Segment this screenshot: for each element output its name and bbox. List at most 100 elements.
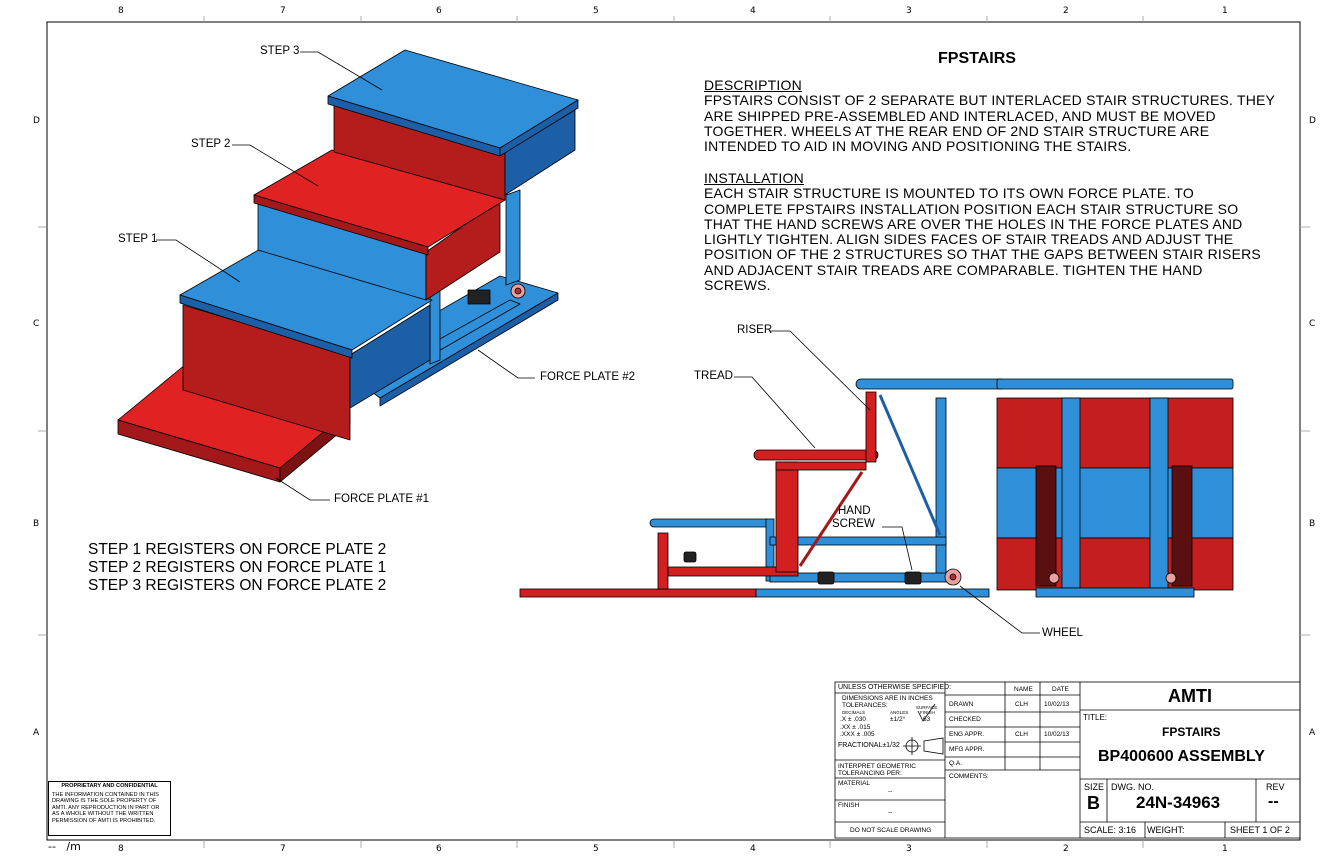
tb-rev-label: REV xyxy=(1266,782,1285,792)
tb-unless: UNLESS OTHERWISE SPECIFIED: xyxy=(838,684,952,691)
tb-drawn: DRAWN xyxy=(949,701,974,708)
side-force-plate-1 xyxy=(519,588,757,598)
tb-decimals: DECIMALS xyxy=(842,710,866,715)
leader-lines-iso xyxy=(156,51,535,501)
description-line: INTENDED TO AID IN MOVING AND POSITIONIN… xyxy=(704,138,1132,155)
isometric-stairs-view xyxy=(117,49,579,483)
zone-bottom-8: 8 xyxy=(118,844,124,854)
description-line: ARE SHIPPED PRE-ASSEMBLED AND INTERLACED… xyxy=(704,107,1216,124)
side-force-plate-2 xyxy=(755,588,990,598)
step-note: STEP 2 REGISTERS ON FORCE PLATE 1 xyxy=(88,559,387,576)
tb-finish-val: -- xyxy=(888,809,893,816)
tb-drawn-name: CLH xyxy=(1015,701,1029,708)
tb-finish: FINISH xyxy=(838,802,860,809)
tb-dwg-val: 24N-34963 xyxy=(1136,793,1221,812)
installation-line: LIGHTLY TIGHTEN. ALIGN SIDES FACES OF ST… xyxy=(704,231,1234,248)
tb-do-not-scale: DO NOT SCALE DRAWING xyxy=(850,827,932,834)
callout-hand: HAND xyxy=(838,505,871,517)
installation-line: AND ADJACENT STAIR TREADS ARE COMPARABLE… xyxy=(704,261,1203,278)
tb-rev-val: -- xyxy=(1268,793,1279,810)
tb-eng-name: CLH xyxy=(1015,731,1029,738)
tb-title-label: TITLE: xyxy=(1083,713,1108,722)
tb-interpret-1: INTERPRET GEOMETRIC xyxy=(838,763,916,770)
tb-tolerances: TOLERANCES: xyxy=(842,702,888,709)
zone-right-C: C xyxy=(1309,319,1316,329)
proprietary-line: PERMISSION OF AMTI IS PROHIBITED. xyxy=(52,817,156,824)
side-elevation-view xyxy=(519,378,1007,598)
tb-tol-xxx: .XXX ± .005 xyxy=(840,731,875,738)
installation-line: COMPLETE FPSTAIRS INSTALLATION POSITION … xyxy=(704,200,1239,217)
proprietary-line: AMTI. ANY REPRODUCTION IN PART OR xyxy=(52,804,160,811)
zone-bottom-2: 2 xyxy=(1063,844,1069,854)
zone-right-B: B xyxy=(1309,519,1316,529)
installation-line: THAT THE HAND SCREWS ARE OVER THE HOLES … xyxy=(704,215,1243,232)
proprietary-line: THE INFORMATION CONTAINED IN THIS xyxy=(52,791,159,798)
zone-left-C: C xyxy=(33,319,40,329)
tb-title-2: BP400600 ASSEMBLY xyxy=(1098,748,1265,765)
callout-step-1: STEP 1 xyxy=(118,233,158,245)
step-note: STEP 1 REGISTERS ON FORCE PLATE 2 xyxy=(88,541,387,558)
tb-fractional: FRACTIONAL±1/32 xyxy=(838,742,900,749)
tb-material: MATERIAL xyxy=(838,780,871,787)
tb-surface: SURFACE xyxy=(916,705,938,710)
tb-finish-hdr: FINISH xyxy=(920,710,935,715)
proprietary-heading: PROPRIETARY AND CONFIDENTIAL xyxy=(61,783,158,789)
zone-top-3: 3 xyxy=(906,6,912,16)
step-register-notes: STEP 1 REGISTERS ON FORCE PLATE 2 STEP 2… xyxy=(88,541,386,595)
callout-force-plate-2: FORCE PLATE #2 xyxy=(540,371,636,383)
zone-bottom-1: 1 xyxy=(1222,844,1228,854)
proprietary-notice: PROPRIETARY AND CONFIDENTIAL THE INFORMA… xyxy=(48,781,171,836)
zone-bottom-4: 4 xyxy=(750,844,756,854)
callout-screw: SCREW xyxy=(832,518,875,530)
tb-tol-xx: .XX ± .015 xyxy=(840,724,871,731)
zone-ticks xyxy=(38,16,1310,848)
tb-date-hdr: DATE xyxy=(1052,686,1069,693)
tb-material-val: -- xyxy=(888,788,893,795)
installation-line: EACH STAIR STRUCTURE IS MOUNTED TO ITS O… xyxy=(704,185,1194,202)
installation-line: SCREWS. xyxy=(704,277,771,294)
tb-weight: WEIGHT: xyxy=(1147,825,1185,835)
tb-interpret-2: TOLERANCING PER: xyxy=(838,770,902,777)
tb-name-hdr: NAME xyxy=(1014,686,1033,693)
tb-eng-date: 10/02/13 xyxy=(1044,731,1070,738)
tb-tol-ang: ±1/2° xyxy=(890,716,906,723)
zone-right-A: A xyxy=(1309,728,1316,738)
installation-block: INSTALLATION EACH STAIR STRUCTURE IS MOU… xyxy=(704,170,1261,294)
callout-tread: TREAD xyxy=(694,370,733,382)
description-line: TOGETHER. WHEELS AT THE REAR END OF 2ND … xyxy=(704,122,1210,139)
drawing-title: FPSTAIRS xyxy=(938,50,1016,67)
tb-checked: CHECKED xyxy=(949,716,981,723)
zone-top-5: 5 xyxy=(593,6,599,16)
zone-bottom-5: 5 xyxy=(593,844,599,854)
tb-eng-appr: ENG APPR. xyxy=(949,731,985,738)
zone-top-4: 4 xyxy=(750,6,756,16)
callout-step-3: STEP 3 xyxy=(260,45,300,57)
title-block-grid xyxy=(834,681,1301,839)
tb-qa: Q.A. xyxy=(949,760,963,767)
callout-step-2: STEP 2 xyxy=(191,138,231,150)
front-elevation-view xyxy=(996,378,1234,598)
tb-angles: ANGLES xyxy=(890,710,909,715)
zone-bottom-7: 7 xyxy=(280,844,286,854)
tb-company: AMTI xyxy=(1168,686,1212,706)
zone-top-7: 7 xyxy=(280,6,286,16)
callout-force-plate-1: FORCE PLATE #1 xyxy=(334,493,430,505)
zone-left-B: B xyxy=(33,519,40,529)
description-line: FPSTAIRS CONSIST OF 2 SEPARATE BUT INTER… xyxy=(704,92,1276,109)
tb-size-val: B xyxy=(1087,793,1100,813)
callout-wheel: WHEEL xyxy=(1042,627,1083,639)
zone-bottom-6: 6 xyxy=(436,844,442,854)
proprietary-line: AS A WHOLE WITHOUT THE WRITTEN xyxy=(52,811,154,818)
tb-mfg-appr: MFG APPR. xyxy=(949,746,985,753)
zone-right-D: D xyxy=(1309,116,1316,126)
tb-tol-x: .X ± .030 xyxy=(840,716,866,723)
zone-left-D: D xyxy=(33,116,40,126)
tb-dwg-label: DWG. NO. xyxy=(1111,782,1154,792)
description-block: DESCRIPTION FPSTAIRS CONSIST OF 2 SEPARA… xyxy=(704,77,1276,155)
tb-drawn-date: 10/02/13 xyxy=(1044,701,1070,708)
callout-riser: RISER xyxy=(737,324,773,336)
step-note: STEP 3 REGISTERS ON FORCE PLATE 2 xyxy=(88,577,387,594)
zone-top-2: 2 xyxy=(1063,6,1069,16)
zone-top-1: 1 xyxy=(1222,6,1228,16)
tb-size-label: SIZE xyxy=(1084,782,1105,792)
